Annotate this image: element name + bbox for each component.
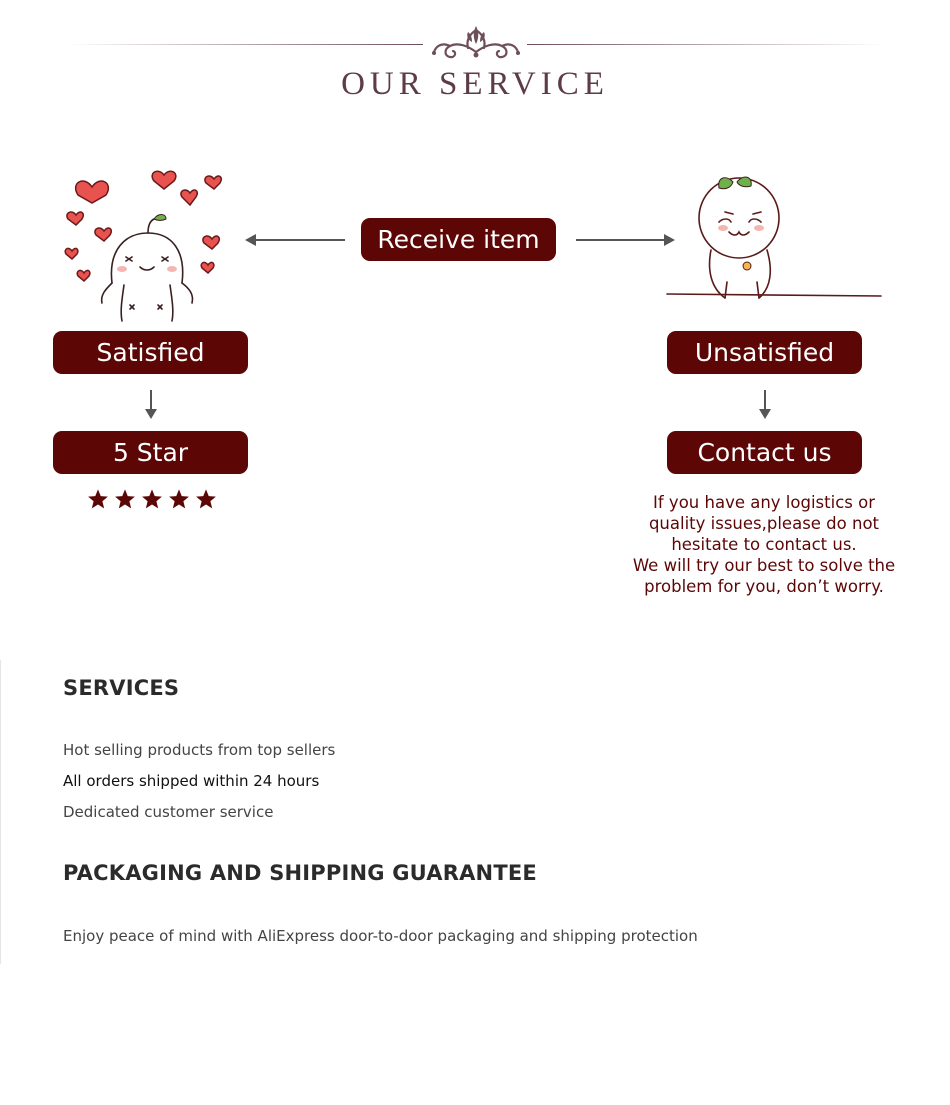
services-item: Hot selling products from top sellers	[63, 741, 336, 759]
star-icon	[169, 489, 189, 509]
guarantee-text: Enjoy peace of mind with AliExpress door…	[63, 927, 698, 945]
star-icon	[115, 489, 135, 509]
satisfied-badge: Satisfied	[53, 331, 248, 374]
sad-mascot-icon	[666, 176, 882, 299]
arrow-right-icon	[576, 234, 675, 246]
contact-message: If you have any logistics or quality iss…	[630, 492, 898, 597]
star-rating	[87, 488, 217, 516]
contact-message-line-1: If you have any logistics or quality iss…	[648, 493, 880, 554]
star-icon	[88, 489, 108, 509]
services-item: Dedicated customer service	[63, 803, 274, 821]
guarantee-heading: PACKAGING AND SHIPPING GUARANTEE	[63, 861, 537, 885]
five-star-badge: 5 Star	[53, 431, 248, 474]
contact-message-line-2: We will try our best to solve the proble…	[632, 556, 896, 596]
section-divider	[0, 660, 1, 964]
receive-item-badge: Receive item	[361, 218, 556, 261]
happy-mascot-icon	[64, 170, 223, 322]
ornament-icon	[432, 26, 520, 59]
header-divider-right	[527, 44, 887, 45]
contact-us-badge: Contact us	[667, 431, 862, 474]
unsatisfied-badge: Unsatisfied	[667, 331, 862, 374]
star-icon	[196, 489, 216, 509]
arrow-left-icon	[245, 234, 345, 246]
star-icon	[142, 489, 162, 509]
services-heading: SERVICES	[63, 676, 180, 700]
arrow-down-icon	[145, 390, 157, 419]
arrow-down-icon	[759, 390, 771, 419]
services-item: All orders shipped within 24 hours	[63, 772, 320, 790]
header-divider-left	[65, 44, 423, 45]
page-title: OUR SERVICE	[341, 66, 609, 102]
